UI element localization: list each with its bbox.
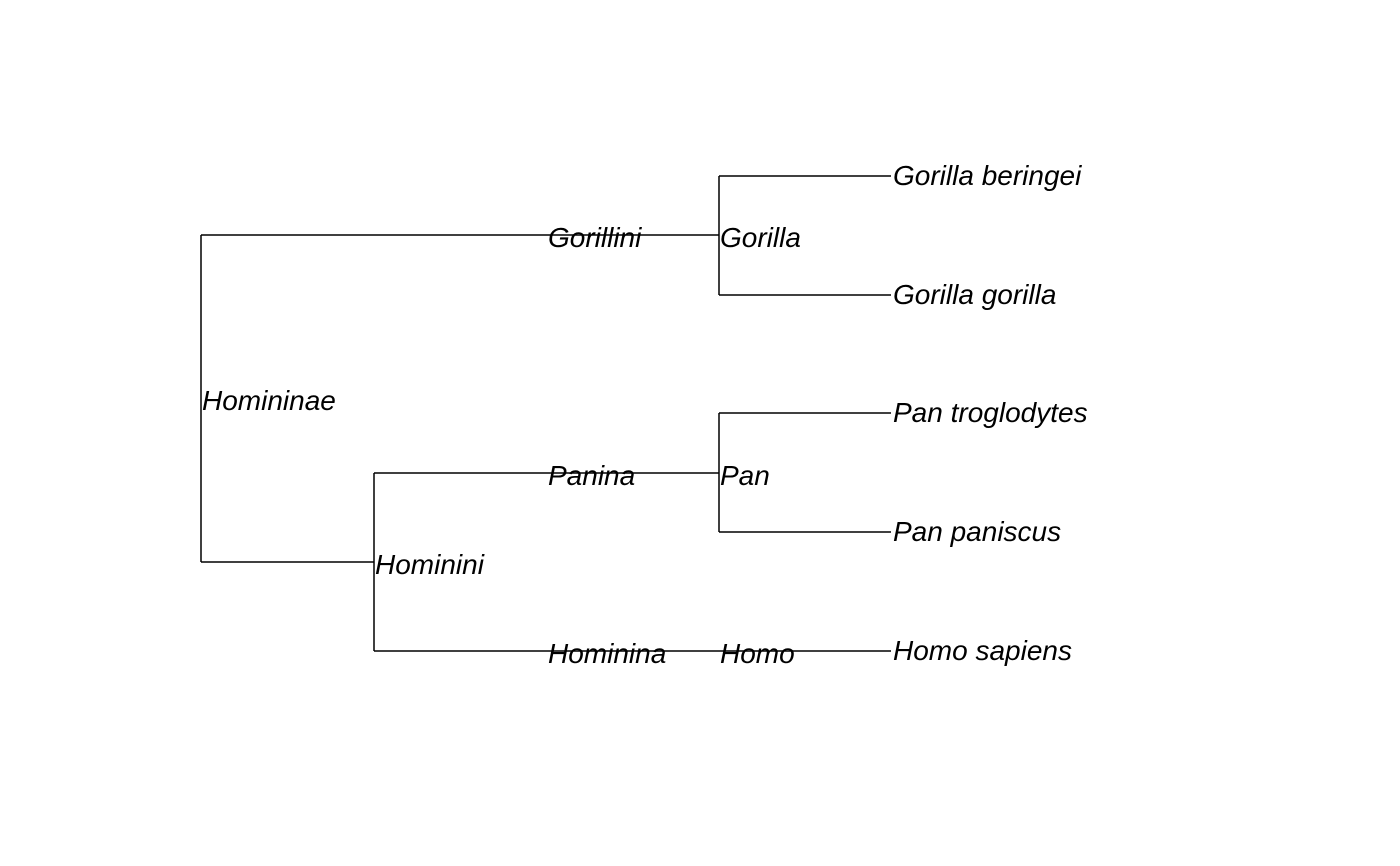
node-label-panina: Panina	[548, 460, 635, 491]
node-label-hominina: Hominina	[548, 638, 666, 669]
node-label-homo: Homo	[720, 638, 795, 669]
node-label-homininae: Homininae	[202, 385, 336, 416]
leaf-label-pan-paniscus: Pan paniscus	[893, 516, 1061, 547]
leaf-label-homo-sapiens: Homo sapiens	[893, 635, 1072, 666]
node-label-hominini: Hominini	[375, 549, 485, 580]
node-label-gorilla: Gorilla	[720, 222, 801, 253]
node-label-pan: Pan	[720, 460, 770, 491]
leaf-label-gorilla-beringei: Gorilla beringei	[893, 160, 1082, 191]
node-label-gorillini: Gorillini	[548, 222, 642, 253]
leaf-label-gorilla-gorilla: Gorilla gorilla	[893, 279, 1056, 310]
leaf-label-pan-troglodytes: Pan troglodytes	[893, 397, 1088, 428]
